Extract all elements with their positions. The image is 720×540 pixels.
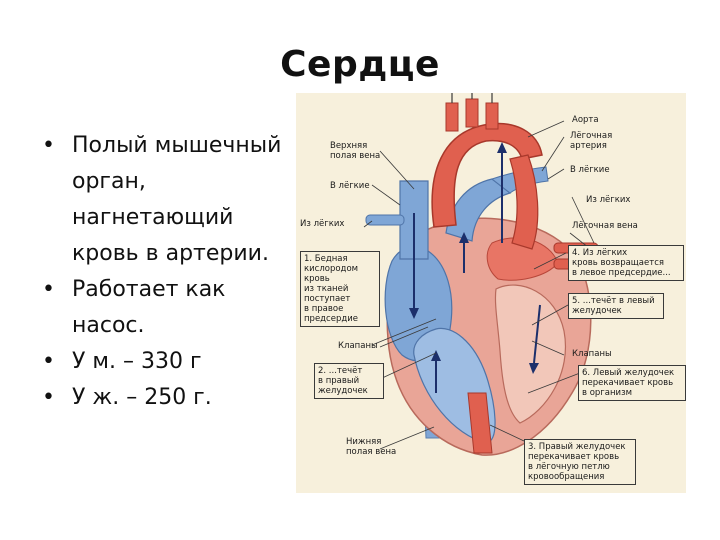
bullet-text: У ж. – 250 г. [72, 385, 212, 410]
label-to-lungs-left: В лёгкие [330, 181, 370, 191]
bullet-marker: • [42, 385, 55, 410]
label-pulmonary-artery: Лёгочная артерия [570, 131, 613, 151]
bullet-marker: • [42, 133, 55, 158]
bullet-marker: • [42, 277, 55, 302]
heart-diagram: Верхняя полая вена Аорта Лёгочная артери… [296, 93, 686, 493]
label-to-lungs-right: В лёгкие [570, 165, 610, 175]
bullet-item: • Работает как насос. [36, 272, 298, 344]
heart-illustration [363, 93, 599, 456]
bullet-text: Работает как насос. [72, 277, 226, 338]
step-4-box: 4. Из лёгких кровь возвращается в левое … [568, 245, 684, 281]
bullet-item: • У м. – 330 г [36, 344, 298, 380]
bullet-text: У м. – 330 г [72, 349, 202, 374]
bullet-list: • Полый мышечный орган, нагнетающий кровь… [36, 128, 298, 416]
slide-title: Сердце [280, 44, 440, 85]
label-pulmonary-vein: Лёгочная вена [572, 221, 638, 231]
label-from-lungs-right: Из лёгких [586, 195, 631, 205]
bullet-item: • Полый мышечный орган, нагнетающий кровь… [36, 128, 298, 272]
step-2-box: 2. ...течёт в правый желудочек [314, 363, 384, 399]
bullet-marker: • [42, 349, 55, 374]
step-1-box: 1. Бедная кислородом кровь из тканей пос… [300, 251, 380, 327]
label-inferior-vena-cava: Нижняя полая вена [346, 437, 397, 457]
label-valves-right: Клапаны [572, 349, 612, 359]
label-from-lungs-left: Из лёгких [300, 219, 345, 229]
label-valves-left: Клапаны [338, 341, 378, 351]
step-3-box: 3. Правый желудочек перекачивает кровь в… [524, 439, 636, 485]
step-5-box: 5. ...течёт в левый желудочек [568, 293, 664, 319]
bullet-item: • У ж. – 250 г. [36, 380, 298, 416]
label-superior-vena-cava: Верхняя полая вена [330, 141, 381, 161]
label-aorta: Аорта [572, 115, 599, 125]
bullet-text: Полый мышечный орган, нагнетающий кровь … [72, 133, 282, 266]
step-6-box: 6. Левый желудочек перекачивает кровь в … [578, 365, 686, 401]
